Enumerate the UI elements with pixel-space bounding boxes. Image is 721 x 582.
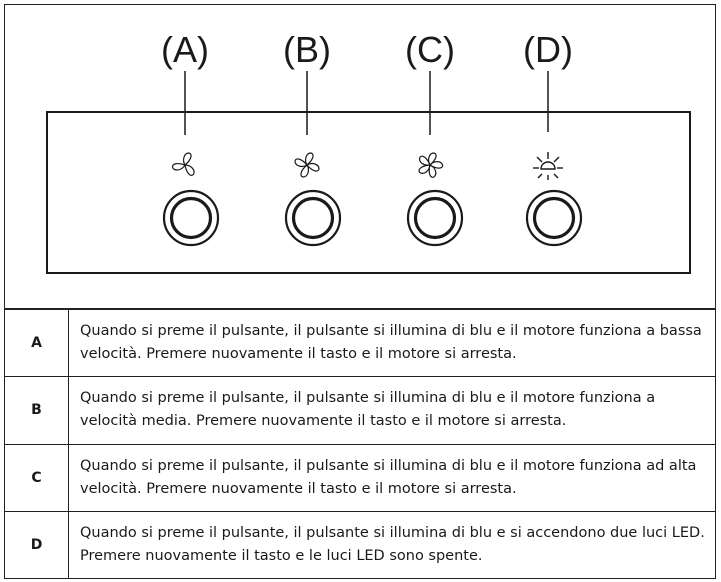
label-d: (D) — [523, 29, 573, 70]
control-panel-figure: (A) (B) (C) (D) — [4, 4, 716, 309]
label-a: (A) — [161, 29, 209, 70]
row-description: Quando si preme il pulsante, il pulsante… — [68, 443, 716, 512]
row-key: C — [4, 443, 69, 512]
fan-medium-icon — [294, 152, 320, 178]
table-row: D Quando si preme il pulsante, il pulsan… — [4, 510, 716, 580]
fan-high-icon — [418, 152, 444, 178]
table-row: B Quando si preme il pulsante, il pulsan… — [4, 376, 716, 445]
table-row: A Quando si preme il pulsante, il pulsan… — [4, 308, 716, 378]
description-table: A Quando si preme il pulsante, il pulsan… — [4, 308, 716, 580]
control-panel — [46, 111, 691, 274]
row-key: B — [4, 376, 69, 445]
row-key: D — [4, 510, 69, 580]
row-key: A — [4, 308, 69, 378]
button-a[interactable] — [162, 189, 220, 247]
row-description: Quando si preme il pulsante, il pulsante… — [68, 308, 716, 378]
light-icon — [533, 152, 563, 180]
fan-low-icon — [171, 152, 195, 176]
control-panel-diagram: (A) (B) (C) (D) — [46, 29, 691, 274]
row-description: Quando si preme il pulsante, il pulsante… — [68, 376, 716, 445]
table-row: C Quando si preme il pulsante, il pulsan… — [4, 443, 716, 512]
button-c[interactable] — [406, 189, 464, 247]
button-d[interactable] — [525, 189, 583, 247]
label-c: (C) — [405, 29, 455, 70]
row-description: Quando si preme il pulsante, il pulsante… — [68, 510, 716, 580]
label-b: (B) — [283, 29, 331, 70]
button-b[interactable] — [284, 189, 342, 247]
